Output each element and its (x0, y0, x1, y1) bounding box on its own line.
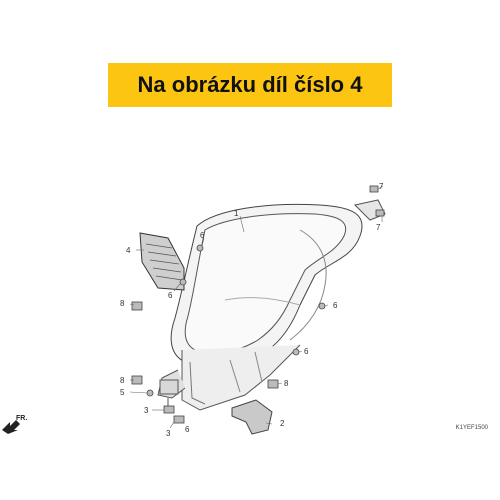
luggage-box (157, 199, 386, 412)
callout-6-mid: 6 (304, 347, 309, 356)
callout-7-top: 7 (379, 182, 384, 191)
callout-2: 2 (280, 419, 285, 428)
callout-5: 5 (120, 388, 125, 397)
part-2-bracket (231, 399, 273, 435)
callout-3-lower: 3 (166, 429, 171, 438)
front-direction-arrow-icon: FR. (2, 415, 27, 434)
diagram-code: K1YEF1500 (455, 425, 488, 431)
banner-text: Na obrázku díl číslo 4 (137, 72, 363, 97)
part-number-banner: Na obrázku díl číslo 4 (108, 63, 392, 107)
callout-8-right: 8 (284, 379, 289, 388)
callout-8-lower: 8 (120, 376, 125, 385)
fasteners (131, 185, 385, 424)
callout-6-right: 6 (333, 301, 338, 310)
callout-6-left: 6 (168, 291, 173, 300)
callout-7-lower: 7 (376, 223, 381, 232)
callout-3-upper: 3 (144, 406, 149, 415)
callout-6-bottom: 6 (185, 425, 190, 434)
part-4-cover (139, 232, 185, 291)
callout-4: 4 (126, 246, 131, 255)
leader-lines (129, 185, 384, 429)
callout-6-top: 6 (200, 231, 205, 240)
callout-1: 1 (234, 209, 239, 218)
callout-8-left: 8 (120, 299, 125, 308)
direction-label: FR. (16, 415, 27, 422)
